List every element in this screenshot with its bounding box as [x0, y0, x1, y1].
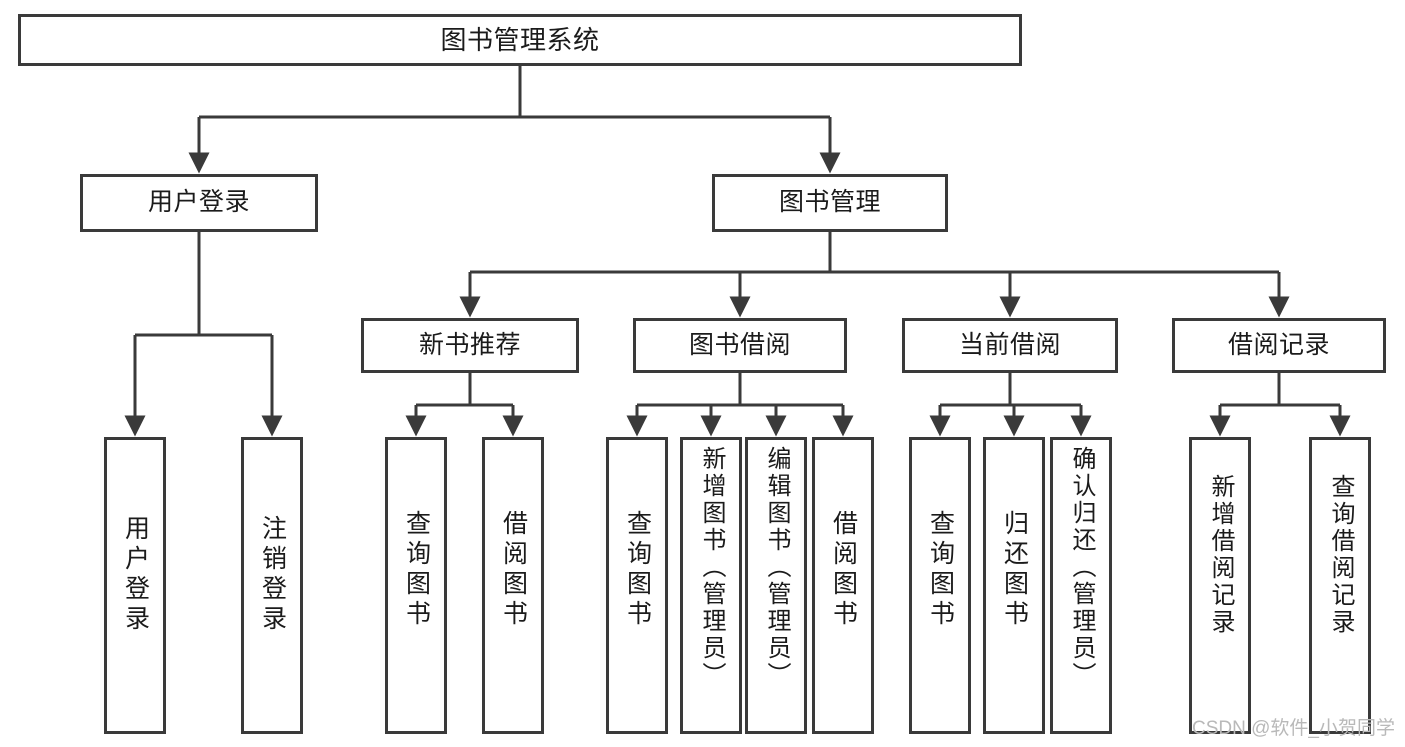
node-leaf-query-book-2-label: 查询图书 [623, 510, 652, 630]
node-leaf-confirm-return-label: 确认归还（管理员） [1068, 446, 1095, 689]
node-leaf-query-book-2[interactable]: 查询图书 [606, 437, 668, 734]
node-book-management[interactable]: 图书管理 [712, 174, 948, 232]
node-leaf-query-book-1-label: 查询图书 [402, 510, 431, 630]
node-borrow-record-label: 借阅记录 [1227, 330, 1330, 359]
node-leaf-return-book-label: 归还图书 [1000, 510, 1029, 630]
node-root-label: 图书管理系统 [440, 24, 600, 55]
node-leaf-query-record[interactable]: 查询借阅记录 [1309, 437, 1371, 734]
node-leaf-borrow-book-1-label: 借阅图书 [499, 510, 528, 630]
node-book-borrow[interactable]: 图书借阅 [633, 318, 847, 373]
node-leaf-user-login-label: 用户登录 [121, 515, 150, 635]
node-new-book-recommend-label: 新书推荐 [418, 330, 521, 359]
node-leaf-user-login[interactable]: 用户登录 [104, 437, 166, 734]
node-current-borrow[interactable]: 当前借阅 [902, 318, 1118, 373]
node-leaf-query-book-3[interactable]: 查询图书 [909, 437, 971, 734]
node-leaf-borrow-book-2-label: 借阅图书 [829, 510, 858, 630]
node-leaf-query-record-label: 查询借阅记录 [1327, 474, 1354, 636]
node-new-book-recommend[interactable]: 新书推荐 [361, 318, 579, 373]
node-user-login-label: 用户登录 [147, 188, 250, 217]
node-leaf-add-book[interactable]: 新增图书（管理员） [680, 437, 742, 734]
node-leaf-logout[interactable]: 注销登录 [241, 437, 303, 734]
csdn-watermark: CSDN @软件_小贺同学 [1192, 718, 1395, 739]
node-root[interactable]: 图书管理系统 [18, 14, 1022, 66]
node-leaf-query-book-3-label: 查询图书 [926, 510, 955, 630]
node-leaf-add-book-label: 新增图书（管理员） [698, 446, 725, 689]
node-leaf-logout-label: 注销登录 [258, 515, 287, 635]
node-leaf-edit-book[interactable]: 编辑图书（管理员） [745, 437, 807, 734]
node-leaf-borrow-book-2[interactable]: 借阅图书 [812, 437, 874, 734]
node-book-borrow-label: 图书借阅 [688, 330, 791, 359]
node-leaf-return-book[interactable]: 归还图书 [983, 437, 1045, 734]
node-leaf-edit-book-label: 编辑图书（管理员） [763, 446, 790, 689]
node-leaf-add-record-label: 新增借阅记录 [1207, 474, 1234, 636]
node-current-borrow-label: 当前借阅 [958, 330, 1061, 359]
node-book-management-label: 图书管理 [778, 188, 881, 217]
node-leaf-borrow-book-1[interactable]: 借阅图书 [482, 437, 544, 734]
node-borrow-record[interactable]: 借阅记录 [1172, 318, 1386, 373]
node-user-login[interactable]: 用户登录 [80, 174, 318, 232]
node-leaf-confirm-return[interactable]: 确认归还（管理员） [1050, 437, 1112, 734]
node-leaf-query-book-1[interactable]: 查询图书 [385, 437, 447, 734]
node-leaf-add-record[interactable]: 新增借阅记录 [1189, 437, 1251, 734]
